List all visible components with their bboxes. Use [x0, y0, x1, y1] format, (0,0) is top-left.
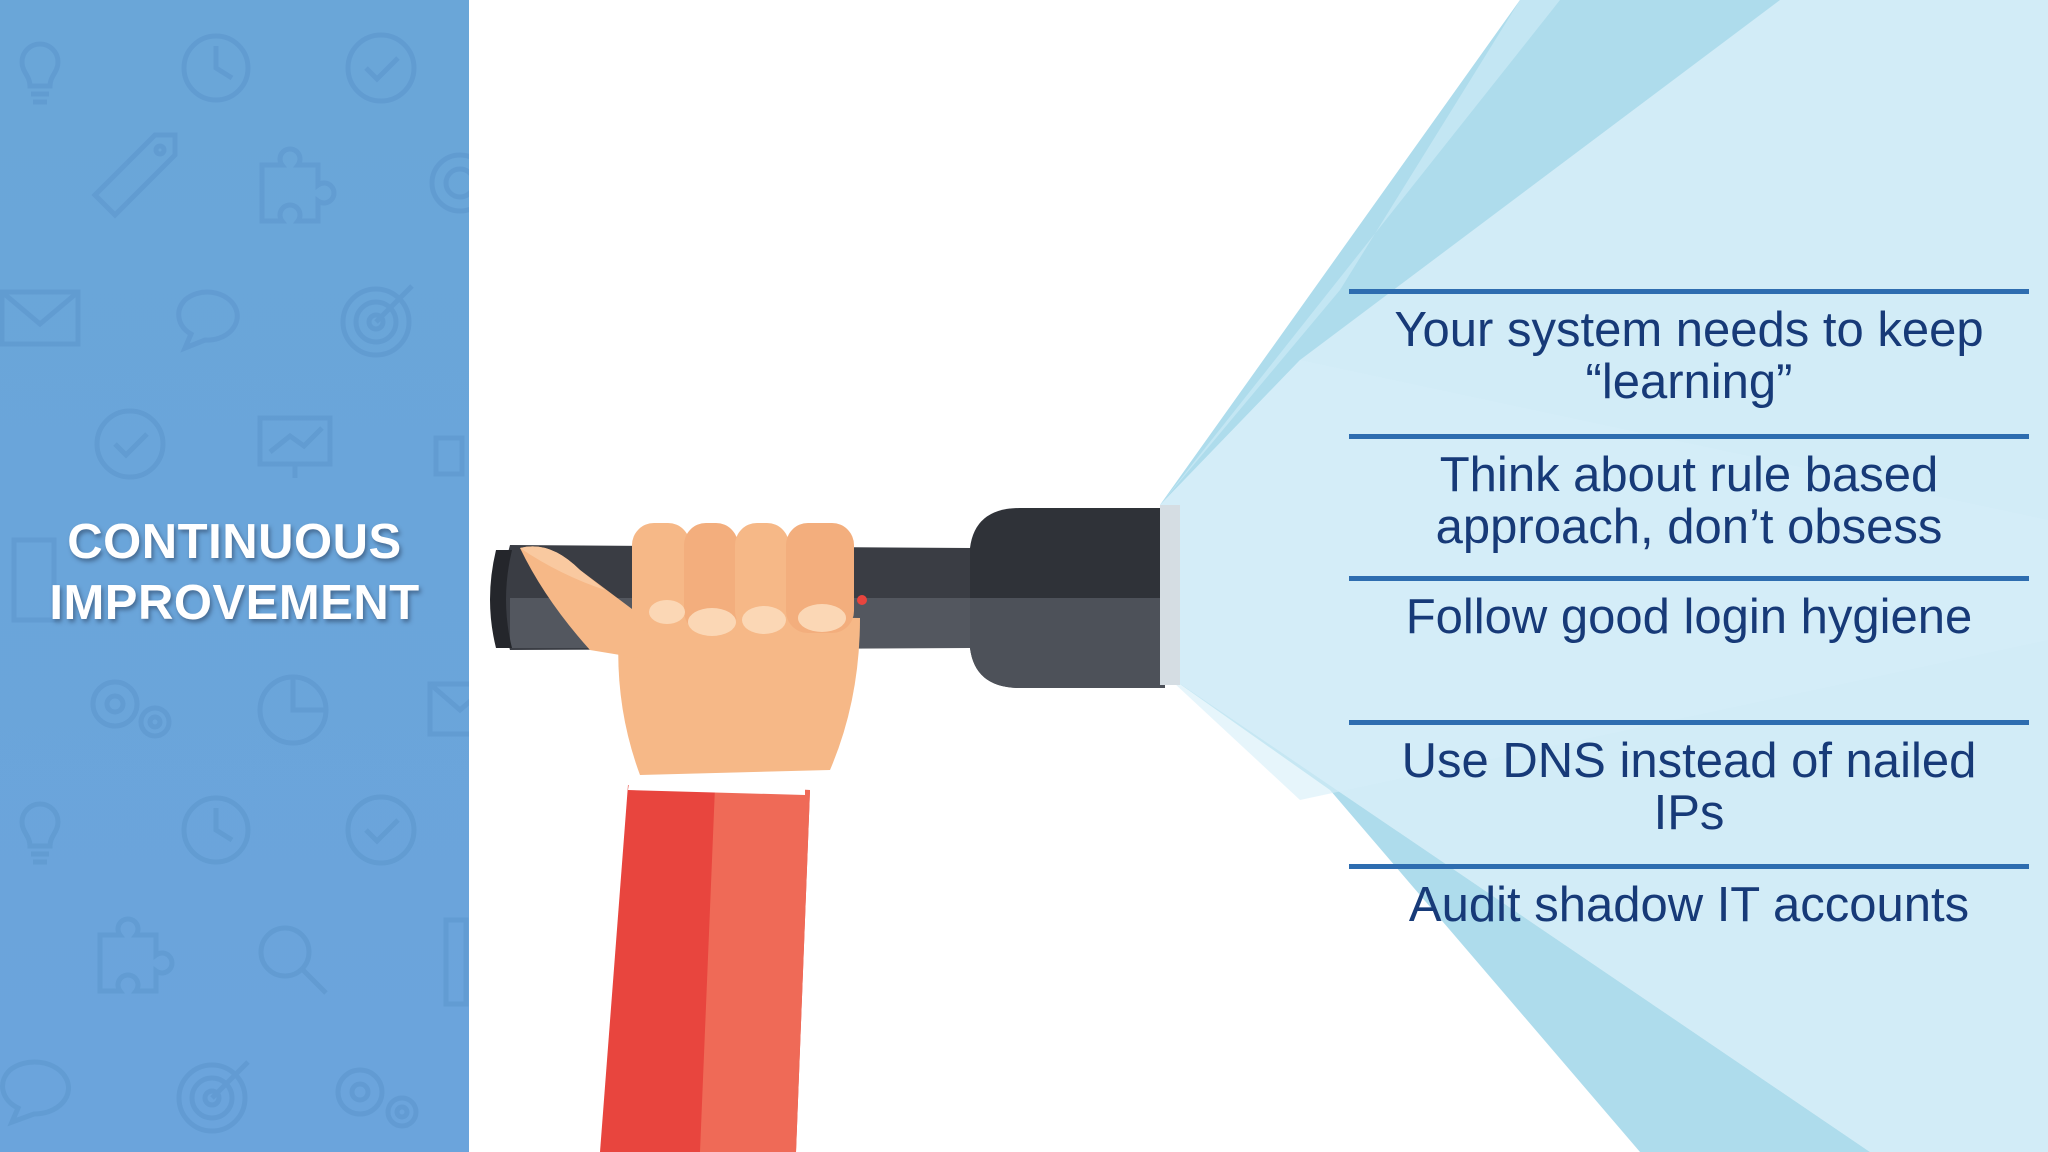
- envelope-icon: [0, 289, 81, 347]
- tip-line: Use DNS instead of nailed: [1401, 734, 1977, 788]
- tip-item: Think about rule based approach, don’t o…: [1349, 434, 2029, 576]
- tip-line: approach, don’t obsess: [1435, 500, 1943, 554]
- lightbulb-icon: [19, 41, 61, 105]
- tip-line: IPs: [1653, 786, 1725, 840]
- tag-icon: [443, 917, 469, 1007]
- gear-icon: [335, 1067, 419, 1129]
- check-circle-icon: [345, 32, 417, 104]
- envelope-icon: [427, 681, 469, 737]
- puzzle-icon: [97, 916, 175, 994]
- puzzle-icon: [259, 146, 337, 224]
- tip-line: Your system needs to keep: [1394, 303, 1984, 357]
- target-icon: [429, 152, 469, 214]
- tip-item: Your system needs to keep “learning”: [1349, 289, 2029, 434]
- section-title: CONTINUOUS IMPROVEMENT: [0, 512, 469, 634]
- chat-bubble-icon: [0, 1059, 72, 1127]
- tip-line: Think about rule based: [1439, 448, 1939, 502]
- tip-item: Use DNS instead of nailed IPs: [1349, 720, 2029, 864]
- tip-line: Follow good login hygiene: [1405, 590, 1973, 644]
- tip-line: “learning”: [1585, 355, 1793, 409]
- clock-icon: [181, 795, 251, 865]
- tag-icon: [11, 537, 57, 623]
- hand: [520, 523, 867, 775]
- magnifier-icon: [258, 925, 328, 995]
- check-circle-icon: [94, 408, 166, 480]
- tip-item: Follow good login hygiene: [1349, 576, 2029, 720]
- section-title-line-2: IMPROVEMENT: [49, 576, 420, 630]
- clock-icon: [181, 33, 251, 103]
- check-circle-icon: [345, 794, 417, 866]
- sleeve: [600, 775, 810, 1152]
- target-icon: [176, 1060, 250, 1134]
- presentation-chart-icon: [257, 415, 333, 478]
- side-panel: CONTINUOUS IMPROVEMENT: [0, 0, 469, 1152]
- tip-item: Audit shadow IT accounts: [1349, 864, 2029, 964]
- background-icon-pattern: [0, 32, 469, 1134]
- tip-line: Audit shadow IT accounts: [1408, 878, 1970, 932]
- fingers: [632, 523, 854, 636]
- gear-icon: [90, 679, 172, 739]
- target-icon: [340, 284, 414, 358]
- tips-list: Your system needs to keep “learning” Thi…: [1349, 289, 2029, 964]
- lightbulb-icon: [19, 801, 61, 865]
- chat-bubble-icon: [176, 289, 240, 353]
- section-title-line-1: CONTINUOUS: [67, 515, 402, 569]
- pie-chart-icon: [257, 674, 329, 746]
- tag-icon: [91, 132, 178, 219]
- tag-icon: [433, 435, 465, 477]
